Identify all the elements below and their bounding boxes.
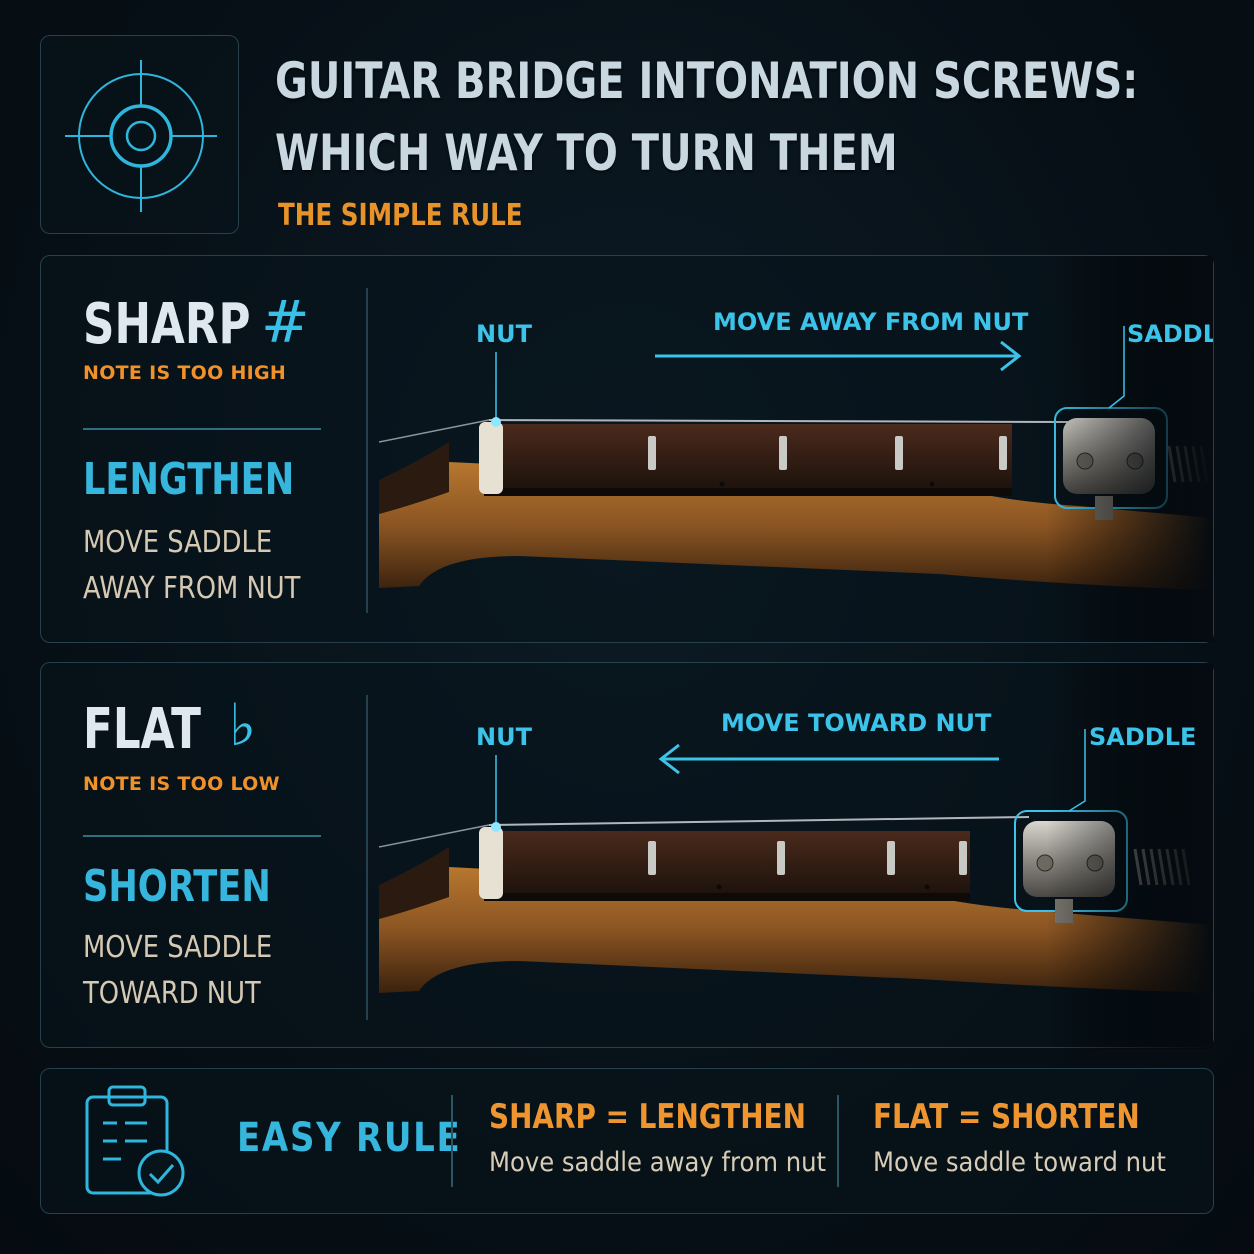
flat-instruction-line2: TOWARD NUT [83,976,261,1011]
flat-rule-subtext: Move saddle toward nut [873,1147,1166,1178]
sharp-diagram: NUT SADDLE MOVE AWAY FROM NUT [379,256,1213,642]
sharp-action: LENGTHEN [83,454,295,505]
arrow-right-icon [655,340,1022,372]
flat-arrow-label: MOVE TOWARD NUT [721,709,992,737]
easy-rule-panel: EASY RULE SHARP = LENGTHEN Move saddle a… [40,1068,1214,1214]
flat-instruction-line1: MOVE SADDLE [83,930,273,965]
sharp-instruction-line2: AWAY FROM NUT [83,571,301,606]
crosshair-target-icon [65,60,217,212]
easy-rule-label: EASY RULE [237,1115,462,1161]
flat-instruction: MOVE SADDLE TOWARD NUT [83,925,272,1017]
flat-vertical-divider [366,695,368,1020]
flat-nut-label: NUT [476,723,533,751]
sharp-note: NOTE IS TOO HIGH [83,362,287,384]
flat-note: NOTE IS TOO LOW [83,773,280,795]
page-subtitle: THE SIMPLE RULE [278,198,523,233]
rule-divider-2 [837,1095,839,1187]
arrow-left-icon [658,743,999,775]
sharp-saddle-label: SADDLE [1127,320,1213,348]
flat-divider [83,835,321,837]
clipboard-check-icon [85,1085,185,1197]
sharp-vertical-divider [366,288,368,613]
rule-divider-1 [451,1095,453,1187]
target-icon-panel [40,35,239,234]
sharp-symbol: # [261,288,310,356]
flat-title: FLAT [83,697,201,762]
sharp-instruction-line1: MOVE SADDLE [83,525,273,560]
sharp-arrow-label: MOVE AWAY FROM NUT [713,308,1029,336]
sharp-section: SHARP # NOTE IS TOO HIGH LENGTHEN MOVE S… [40,255,1214,643]
sharp-divider [83,428,321,430]
flat-section: FLAT ♭ NOTE IS TOO LOW SHORTEN MOVE SADD… [40,662,1214,1049]
flat-saddle-label: SADDLE [1089,723,1196,751]
page-title-line2: WHICH WAY TO TURN THEM [275,124,898,182]
flat-symbol: ♭ [229,691,257,759]
sharp-nut-label: NUT [476,320,533,348]
sharp-instruction: MOVE SADDLE AWAY FROM NUT [83,520,300,612]
flat-diagram: NUT SADDLE MOVE TOWARD NUT [379,663,1213,1049]
sharp-rule-subtext: Move saddle away from nut [489,1147,827,1178]
page-title-line1: GUITAR BRIDGE INTONATION SCREWS: [275,52,1139,110]
flat-rule-heading: FLAT = SHORTEN [873,1097,1140,1137]
sharp-rule-heading: SHARP = LENGTHEN [489,1097,806,1137]
flat-action: SHORTEN [83,861,271,912]
sharp-title: SHARP [83,292,251,357]
